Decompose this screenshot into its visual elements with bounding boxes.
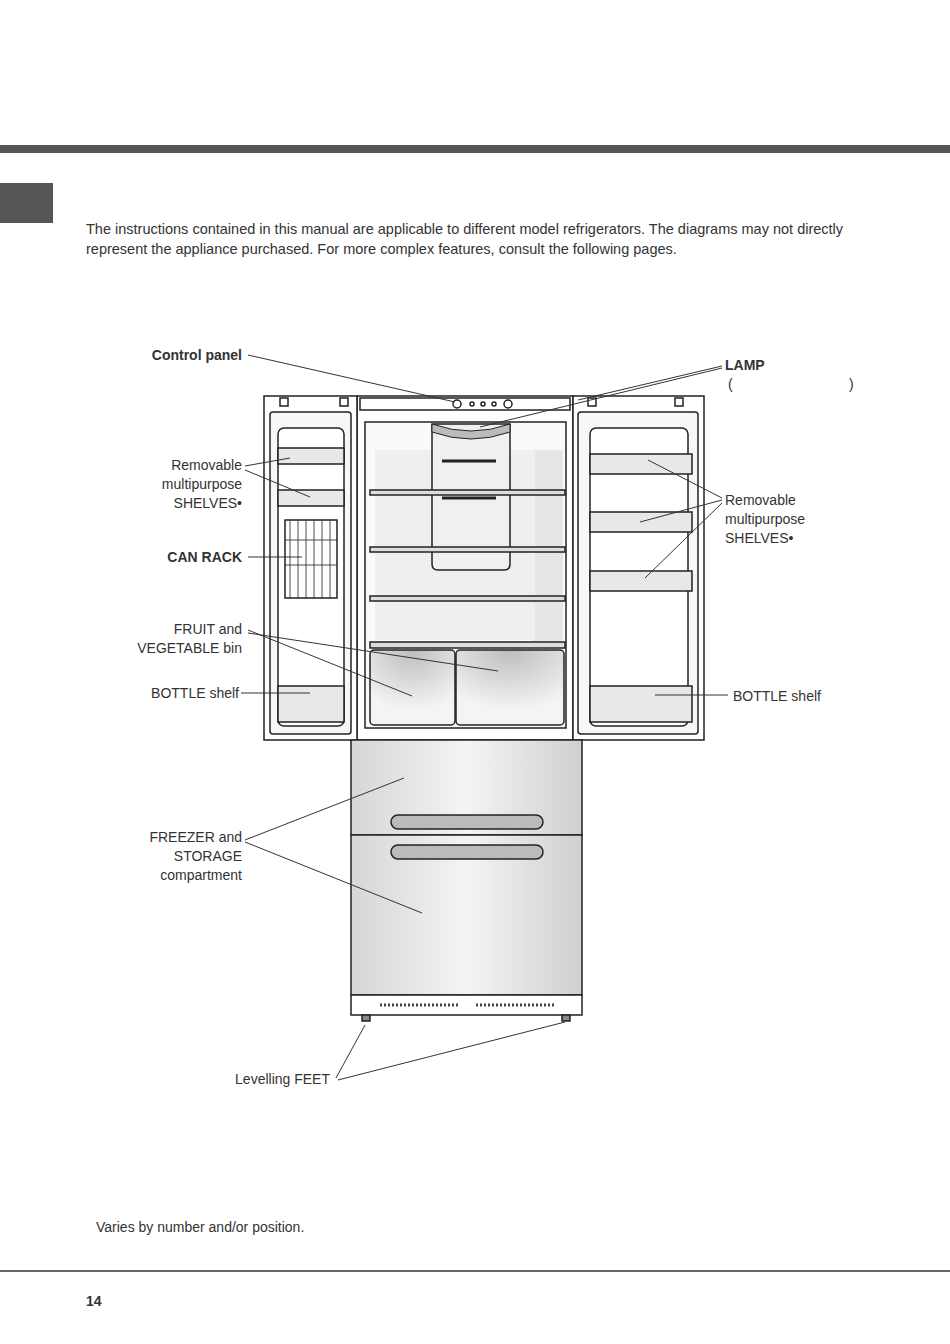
part-label: CAN RACK: [122, 548, 242, 567]
bracket-text: ): [849, 375, 861, 394]
part-label: FRUIT and VEGETABLE bin: [107, 620, 242, 658]
part-label: Removable multipurpose SHELVES•: [725, 491, 825, 548]
part-label: Levelling FEET: [190, 1070, 330, 1089]
footnote: Varies by number and/or position.: [96, 1218, 396, 1237]
part-label: Control panel: [92, 346, 242, 365]
part-label: FREEZER and STORAGE compartment: [130, 828, 242, 885]
part-label: BOTTLE shelf: [119, 684, 239, 703]
part-label: LAMP: [725, 356, 825, 375]
intro-text: The instructions contained in this manua…: [86, 219, 866, 259]
page-number: 14: [86, 1292, 126, 1311]
part-label: Removable multipurpose SHELVES•: [142, 456, 242, 513]
part-label: BOTTLE shelf: [733, 687, 853, 706]
bracket-text: (: [728, 375, 740, 394]
